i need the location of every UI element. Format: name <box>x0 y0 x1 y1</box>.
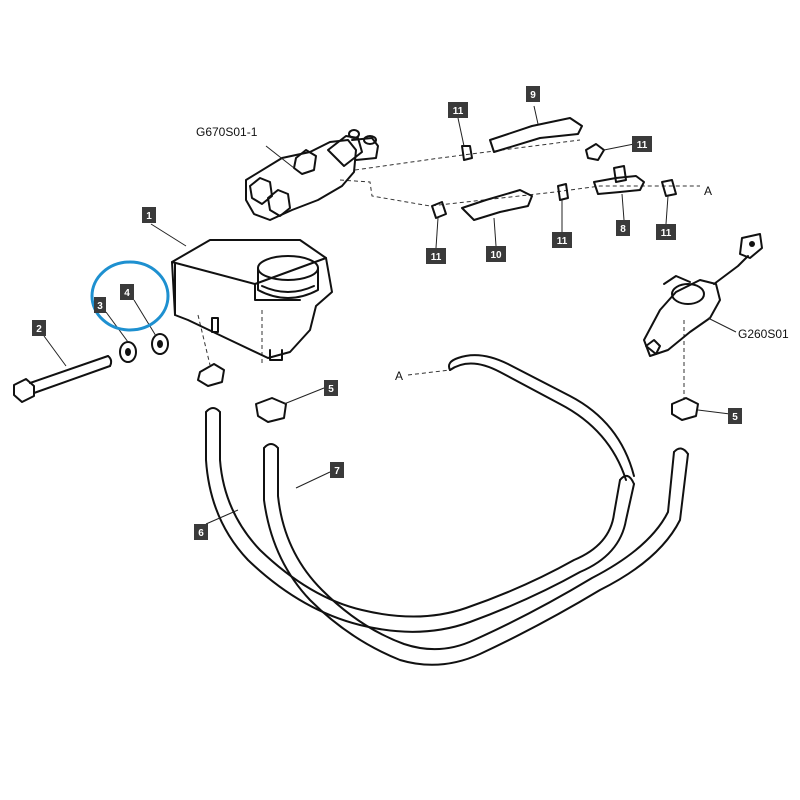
master-cylinder-top <box>245 129 379 221</box>
callout-11-d: 11 <box>552 232 572 248</box>
hose-7 <box>263 443 689 666</box>
callout-3: 3 <box>94 297 106 313</box>
svg-text:2: 2 <box>36 324 42 335</box>
callout-8: 8 <box>616 220 630 236</box>
svg-text:11: 11 <box>453 106 464 117</box>
washer <box>119 341 137 363</box>
callout-9: 9 <box>526 86 540 102</box>
callout-6: 6 <box>194 524 208 540</box>
svg-text:9: 9 <box>530 90 536 101</box>
hose-10 <box>461 189 533 221</box>
pipe-clips <box>431 143 677 219</box>
t-connector <box>593 165 645 195</box>
ref-a-left: A <box>395 369 403 383</box>
callout-11-e: 11 <box>656 224 676 240</box>
svg-text:3: 3 <box>97 301 103 312</box>
callout-5-right: 5 <box>728 408 742 424</box>
callout-11-b: 11 <box>632 136 652 152</box>
highlight-circle <box>90 260 170 332</box>
callout-11-c: 11 <box>426 248 446 264</box>
svg-text:11: 11 <box>637 140 648 151</box>
ref-g260s01: G260S01 <box>738 327 789 341</box>
svg-text:5: 5 <box>328 384 334 395</box>
svg-text:7: 7 <box>334 466 340 477</box>
svg-text:11: 11 <box>557 236 568 247</box>
svg-text:6: 6 <box>198 528 204 539</box>
callout-1: 1 <box>142 207 156 223</box>
callout-2: 2 <box>32 320 46 336</box>
master-cylinder-right <box>643 233 763 357</box>
svg-text:4: 4 <box>124 288 130 299</box>
mounting-bolt <box>13 355 113 403</box>
rubber-washer <box>151 333 169 355</box>
callout-7: 7 <box>330 462 344 478</box>
callout-4: 4 <box>120 284 134 300</box>
ref-g670s01: G670S01-1 <box>196 125 258 139</box>
hose-6 <box>205 354 635 633</box>
ref-a-right: A <box>704 184 712 198</box>
svg-text:8: 8 <box>620 224 626 235</box>
svg-text:1: 1 <box>146 211 152 222</box>
svg-text:11: 11 <box>431 252 442 263</box>
hose-9 <box>489 117 583 153</box>
svg-text:5: 5 <box>732 412 738 423</box>
hose-clamp-right <box>671 397 699 421</box>
callout-5-left: 5 <box>324 380 338 396</box>
svg-text:11: 11 <box>661 228 672 239</box>
callout-10: 10 <box>486 246 506 262</box>
leader-lines <box>43 105 737 525</box>
callout-11-a: 11 <box>448 102 468 118</box>
svg-text:10: 10 <box>490 250 502 261</box>
fluid-reservoir <box>171 239 333 361</box>
hose-clamp <box>197 363 287 423</box>
